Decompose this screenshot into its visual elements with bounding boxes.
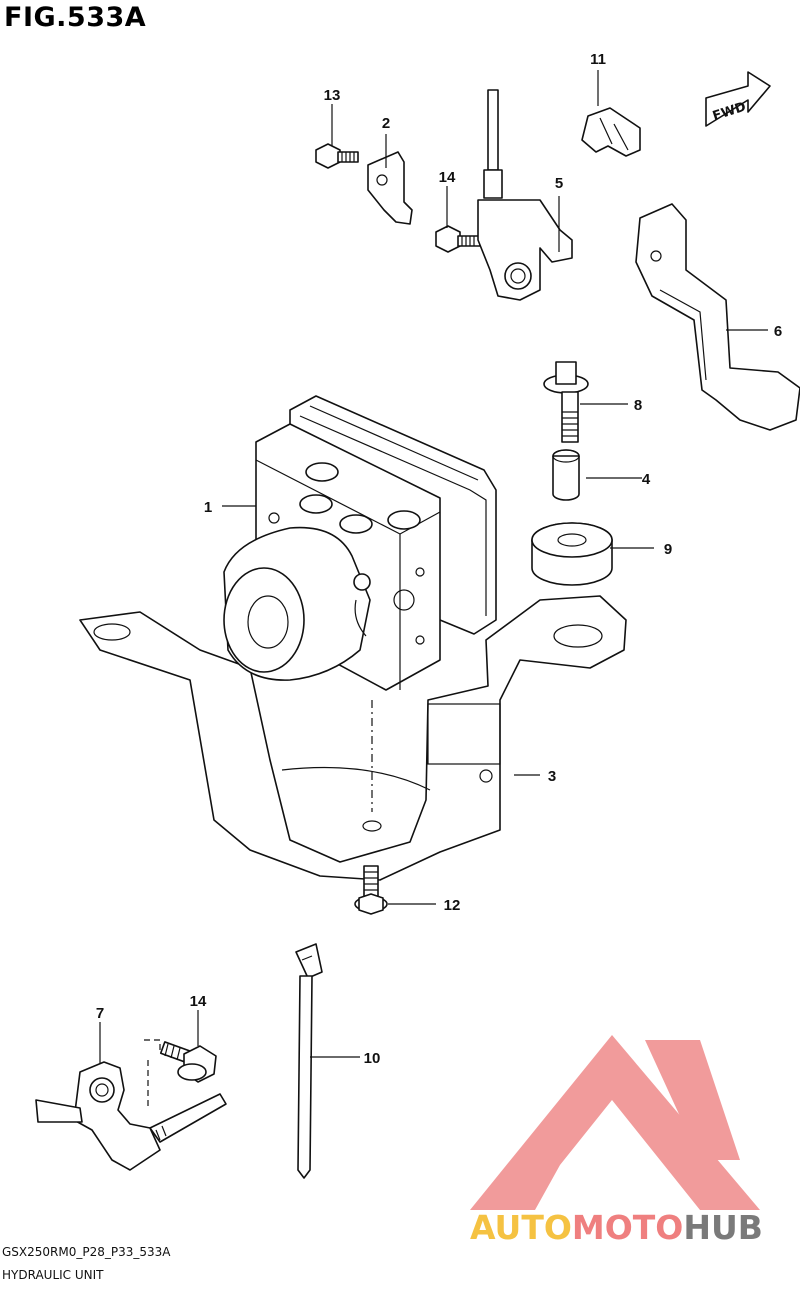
- clamp-11[interactable]: [581, 107, 641, 157]
- callout-10: 10: [364, 1050, 381, 1067]
- callout-14-upper: 14: [439, 169, 456, 186]
- callout-6: 6: [774, 323, 782, 340]
- callout-7: 7: [96, 1005, 104, 1022]
- bolt-14-upper[interactable]: [435, 225, 481, 253]
- bolt-8[interactable]: [543, 361, 589, 443]
- callout-13: 13: [324, 87, 341, 104]
- bolt-14-lower[interactable]: [144, 1039, 217, 1110]
- callout-11: 11: [590, 51, 606, 68]
- callout-3: 3: [548, 768, 556, 785]
- speed-sensor-7[interactable]: [35, 1061, 227, 1171]
- callout-14-lower: 14: [190, 993, 207, 1010]
- diagram-name: HYDRAULIC UNIT: [2, 1268, 104, 1282]
- callout-1: 1: [204, 499, 212, 516]
- watermark-part-auto: AUTO: [470, 1208, 572, 1247]
- figure-title: FIG.533A: [4, 2, 147, 33]
- diagram-code: GSX250RM0_P28_P33_533A: [2, 1245, 171, 1259]
- callout-12: 12: [444, 897, 461, 914]
- callout-5: 5: [555, 175, 563, 192]
- mount-bracket-3[interactable]: [79, 595, 627, 881]
- watermark-brand: AUTOMOTOHUB: [470, 1208, 763, 1247]
- collar-4[interactable]: [552, 449, 580, 501]
- callout-8: 8: [634, 397, 642, 414]
- bracket-6[interactable]: [635, 203, 800, 431]
- watermark-part-hub: HUB: [683, 1208, 763, 1247]
- callout-9: 9: [664, 541, 672, 558]
- bolt-13[interactable]: [315, 143, 359, 169]
- watermark-logo-icon: [470, 1035, 760, 1210]
- speed-sensor-5[interactable]: [477, 89, 573, 301]
- watermark-part-moto: MOTO: [571, 1208, 684, 1247]
- leader-lines: [99, 70, 768, 1064]
- fwd-arrow-icon: FWD: [705, 71, 771, 127]
- cable-tie-10[interactable]: [295, 943, 323, 1179]
- bracket-2[interactable]: [367, 151, 413, 225]
- bolt-12[interactable]: [354, 865, 388, 915]
- grommet-9[interactable]: [531, 522, 613, 586]
- callout-labels: 1 2 3 4 5 6 7 8 9 10 11 12 13 14 14: [96, 51, 782, 1067]
- abs-hydraulic-unit-1[interactable]: [223, 395, 497, 812]
- callout-4: 4: [642, 471, 651, 488]
- callout-2: 2: [382, 115, 390, 132]
